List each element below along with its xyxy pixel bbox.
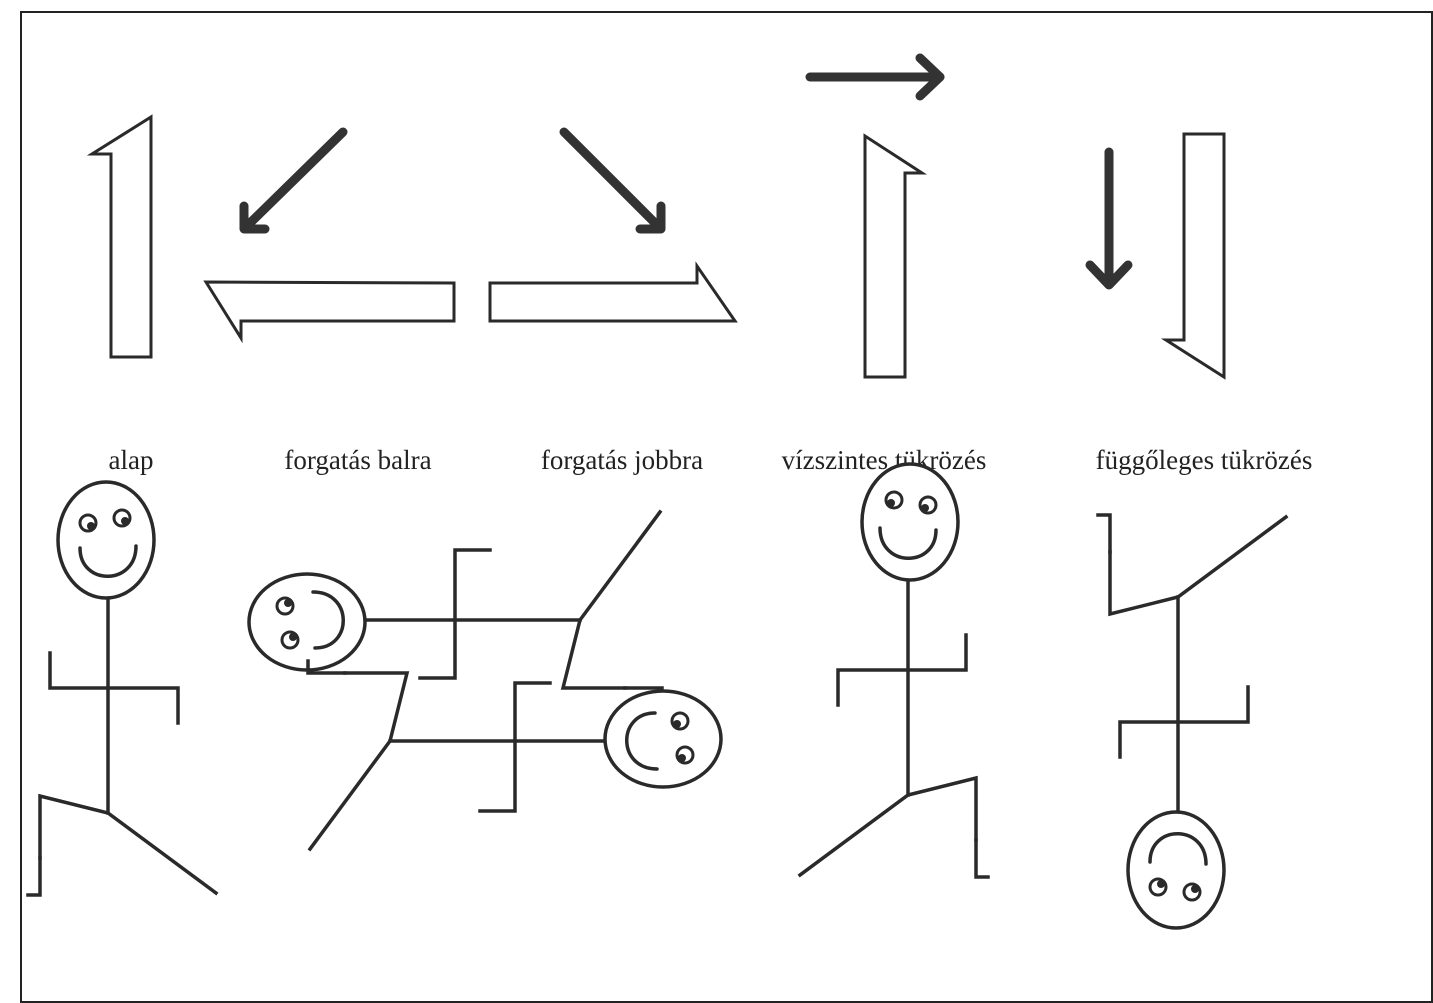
- figure-frame: [20, 11, 1433, 1003]
- label-mirror-horizontal: vízszintes tükrözés: [782, 445, 987, 475]
- mirrored-vertical-shape: [1160, 132, 1226, 380]
- base-shape: [86, 114, 153, 359]
- mirror-vertical-arrow-icon: [1085, 147, 1133, 290]
- rotated-right-shape: [488, 261, 738, 323]
- label-mirror-vertical: függőleges tükrözés: [1096, 445, 1313, 475]
- rotate-left-arrow-icon: [239, 127, 348, 234]
- mirror-horizontal-arrow-icon: [805, 53, 945, 101]
- mirrored-horizontal-shape: [863, 133, 928, 379]
- mirrored-vertical-stick-figure: [1096, 513, 1288, 930]
- label-rotate-right: forgatás jobbra: [541, 445, 703, 475]
- label-rotate-left: forgatás balra: [284, 445, 431, 475]
- mirrored-horizontal-stick-figure: [798, 462, 990, 879]
- label-base: alap: [109, 445, 154, 475]
- base-stick-figure: [26, 480, 218, 897]
- rotated-left-shape: [203, 280, 456, 344]
- rotate-right-arrow-icon: [559, 127, 666, 234]
